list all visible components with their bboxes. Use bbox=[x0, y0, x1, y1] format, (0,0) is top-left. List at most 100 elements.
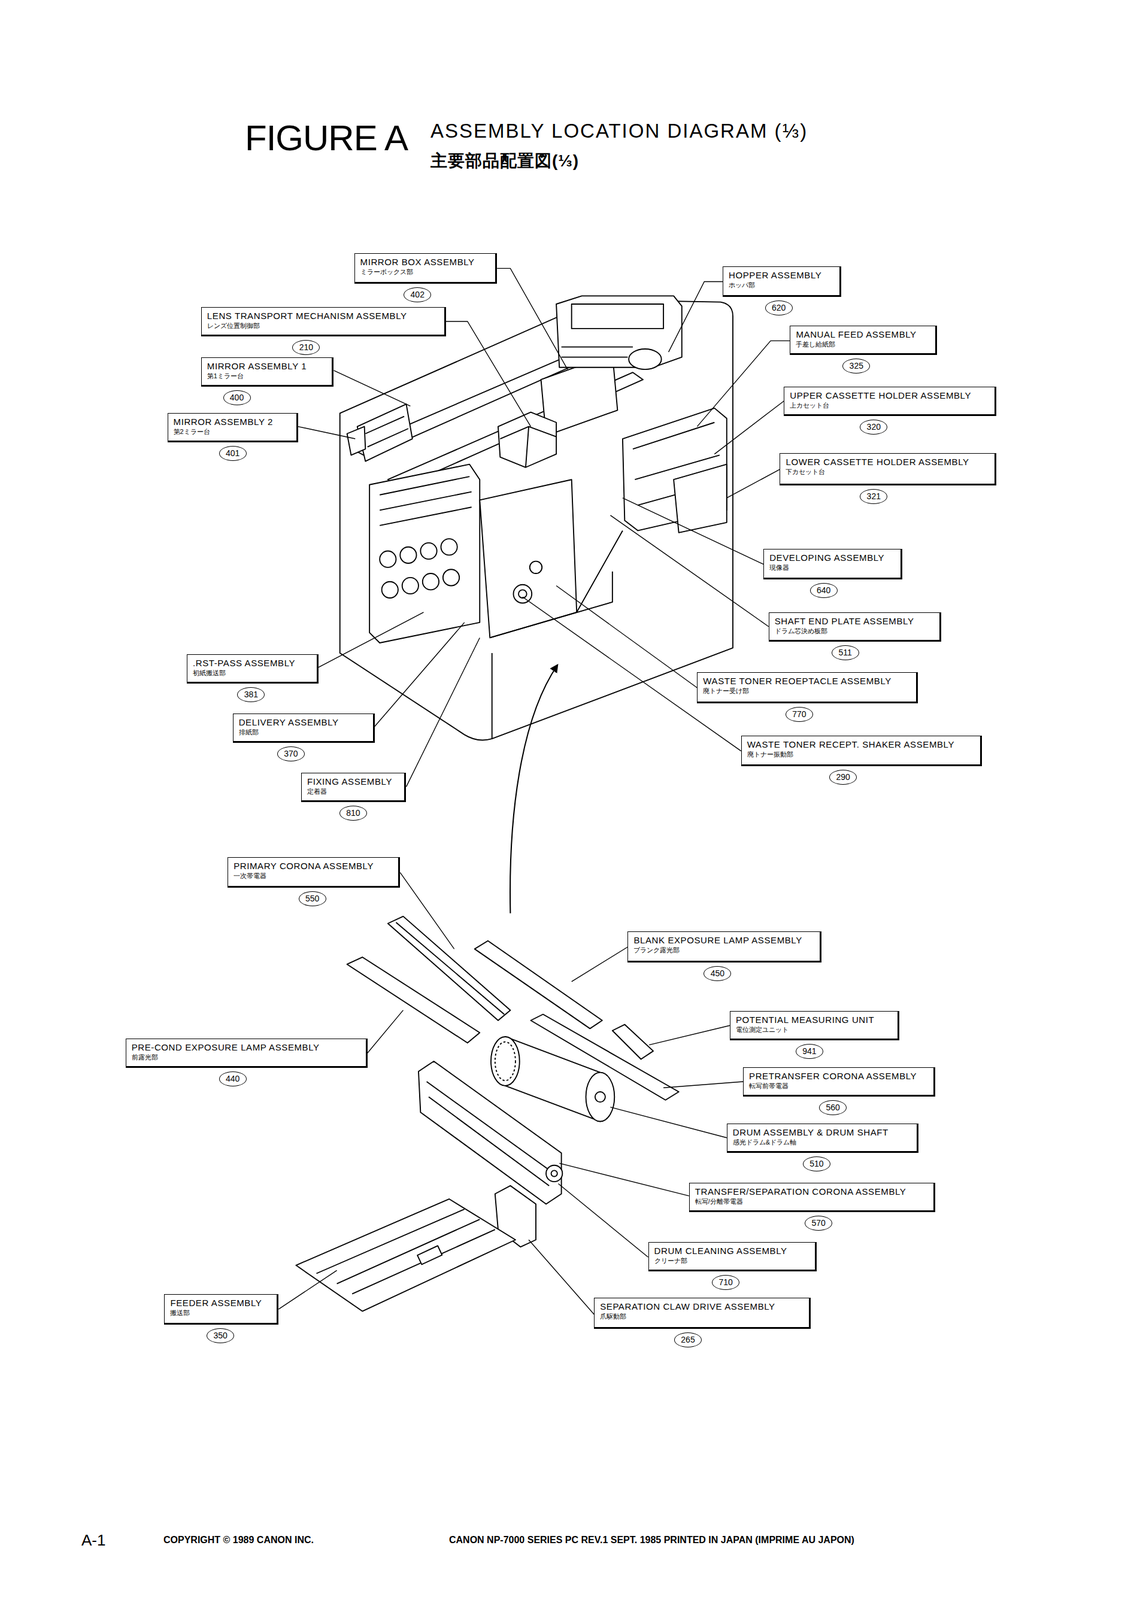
callout-number-text: 402 bbox=[410, 289, 425, 300]
part-name: DRUM ASSEMBLY & DRUM SHAFT bbox=[732, 1126, 910, 1139]
callout-number: 550 bbox=[298, 891, 327, 907]
callout-number-text: 640 bbox=[816, 585, 831, 596]
part-name-japanese: 転写/分離帯電器 bbox=[695, 1197, 927, 1207]
part-name-japanese: ドラム芯決め板部 bbox=[774, 626, 933, 636]
part-name: DELIVERY ASSEMBLY bbox=[238, 716, 366, 729]
callout-number-text: 321 bbox=[866, 491, 881, 502]
copier-body bbox=[402, 577, 419, 594]
drum-unit-parts bbox=[295, 916, 679, 1312]
part-label-box: SHAFT END PLATE ASSEMBLYドラム芯決め板部 bbox=[768, 612, 942, 642]
part-name: MANUAL FEED ASSEMBLY bbox=[795, 328, 928, 341]
leader-line bbox=[556, 586, 697, 688]
callout-number: 381 bbox=[237, 687, 265, 703]
leader-line bbox=[668, 282, 723, 353]
callout-number: 350 bbox=[206, 1328, 235, 1344]
part-name-japanese: 第2ミラー台 bbox=[173, 427, 290, 437]
part-name-japanese: 前露光部 bbox=[131, 1053, 359, 1063]
callout-number-text: 550 bbox=[305, 893, 320, 905]
part-label-box: PRIMARY CORONA ASSEMBLY一次帯電器 bbox=[227, 857, 400, 888]
part-name: MIRROR ASSEMBLY 2 bbox=[173, 416, 290, 428]
part-name: BLANK EXPOSURE LAMP ASSEMBLY bbox=[633, 934, 813, 946]
callout-number: 321 bbox=[859, 489, 888, 505]
callout-number-text: 810 bbox=[346, 808, 360, 819]
part-label-box: LENS TRANSPORT MECHANISM ASSEMBLYレンズ位置制御… bbox=[201, 307, 447, 337]
copier-body bbox=[556, 295, 682, 368]
part-label-box: WASTE TONER REOEPTACLE ASSEMBLY廃トナー受け部 bbox=[696, 672, 918, 703]
callout-number-text: 770 bbox=[792, 709, 806, 720]
part-name-japanese: 第1ミラー台 bbox=[207, 371, 326, 381]
copier-body bbox=[529, 561, 542, 574]
callout-number: 440 bbox=[219, 1071, 247, 1087]
part-name: FEEDER ASSEMBLY bbox=[170, 1297, 270, 1309]
leader-line bbox=[278, 268, 790, 1315]
part-name: FIXING ASSEMBLY bbox=[307, 775, 398, 788]
leader-line bbox=[278, 1270, 337, 1310]
copyright-note: COPYRIGHT © 1989 CANON INC. bbox=[163, 1535, 314, 1546]
callout-number-text: 370 bbox=[283, 749, 298, 760]
callout-number-text: 620 bbox=[771, 302, 786, 314]
part-name: DRUM CLEANING ASSEMBLY bbox=[654, 1245, 808, 1257]
callout-number-text: 400 bbox=[229, 392, 244, 403]
callout-number: 370 bbox=[277, 746, 305, 762]
copier-body bbox=[357, 404, 413, 462]
part-name-japanese: 爪駆動部 bbox=[599, 1312, 802, 1322]
callout-number: 320 bbox=[859, 419, 888, 435]
callout-number-text: 941 bbox=[802, 1046, 817, 1057]
part-label-box: WASTE TONER RECEPT. SHAKER ASSEMBLY廃トナー振… bbox=[741, 735, 982, 767]
part-name-japanese: 上カセット台 bbox=[789, 401, 988, 411]
part-name-japanese: 廃トナー振動部 bbox=[747, 750, 973, 760]
leader-line bbox=[528, 1239, 594, 1315]
callout-number: 510 bbox=[802, 1156, 831, 1172]
part-label-box: TRANSFER/SEPARATION CORONA ASSEMBLY転写/分離… bbox=[689, 1183, 936, 1213]
part-name-japanese: 排紙部 bbox=[238, 728, 366, 738]
callout-number: 265 bbox=[674, 1332, 702, 1348]
copier-body bbox=[379, 476, 472, 526]
part-label-box: .RST-PASS ASSEMBLY初紙搬送部 bbox=[186, 654, 319, 684]
drum-unit-parts bbox=[586, 1072, 615, 1123]
copier-body bbox=[628, 349, 662, 370]
callout-number: 210 bbox=[292, 340, 320, 356]
callout-number: 570 bbox=[804, 1216, 833, 1231]
drum-unit-parts bbox=[505, 1037, 601, 1122]
part-name-japanese: ミラーボックス部 bbox=[360, 267, 489, 277]
callout-number: 640 bbox=[810, 583, 838, 599]
part-label-box: DRUM ASSEMBLY & DRUM SHAFT感光ドラム&ドラム軸 bbox=[726, 1123, 919, 1154]
callout-number-text: 381 bbox=[244, 689, 259, 700]
callout-number-text: 511 bbox=[838, 647, 852, 659]
copier-body bbox=[479, 479, 577, 638]
callout-number-text: 440 bbox=[225, 1074, 240, 1085]
part-name-japanese: 手差し給紙部 bbox=[795, 340, 928, 350]
leader-line bbox=[446, 321, 531, 427]
leader-line bbox=[558, 1183, 649, 1258]
drum-unit-parts bbox=[490, 1037, 520, 1087]
part-name-japanese: 電位測定ユニット bbox=[735, 1025, 891, 1035]
part-name: LENS TRANSPORT MECHANISM ASSEMBLY bbox=[207, 310, 438, 322]
leader-line bbox=[622, 498, 764, 565]
copier-body bbox=[422, 573, 439, 590]
drum-unit-parts bbox=[395, 922, 505, 1015]
part-label-box: MIRROR ASSEMBLY 2第2ミラー台 bbox=[167, 413, 299, 443]
callout-number-text: 510 bbox=[809, 1159, 824, 1170]
drum-unit-parts bbox=[474, 941, 603, 1030]
part-name: MIRROR ASSEMBLY 1 bbox=[207, 360, 326, 372]
part-name-japanese: 搬送部 bbox=[170, 1308, 270, 1318]
drum-unit-parts bbox=[426, 1081, 552, 1187]
callout-number: 810 bbox=[339, 805, 368, 821]
assembly-arrow bbox=[510, 665, 558, 914]
figure-label: FIGURE A bbox=[244, 117, 408, 159]
part-name: WASTE TONER RECEPT. SHAKER ASSEMBLY bbox=[747, 738, 973, 751]
callout-number: 941 bbox=[795, 1044, 824, 1060]
copier-body bbox=[365, 416, 409, 448]
copier-body bbox=[340, 299, 733, 741]
copier-body bbox=[518, 589, 527, 599]
part-name: LOWER CASSETTE HOLDER ASSEMBLY bbox=[785, 456, 987, 468]
drum-unit-parts bbox=[612, 1025, 654, 1060]
part-label-box: UPPER CASSETTE HOLDER ASSEMBLY上カセット台 bbox=[783, 386, 997, 417]
leader-line bbox=[663, 1081, 744, 1088]
drum-unit-parts bbox=[417, 1245, 442, 1265]
callout-number: 770 bbox=[785, 707, 814, 723]
part-name-japanese: 現像器 bbox=[769, 563, 894, 573]
part-name: WASTE TONER REOEPTACLE ASSEMBLY bbox=[702, 675, 909, 687]
print-note: CANON NP-7000 SERIES PC REV.1 SEPT. 1985… bbox=[449, 1535, 855, 1546]
copier-body bbox=[561, 347, 633, 358]
